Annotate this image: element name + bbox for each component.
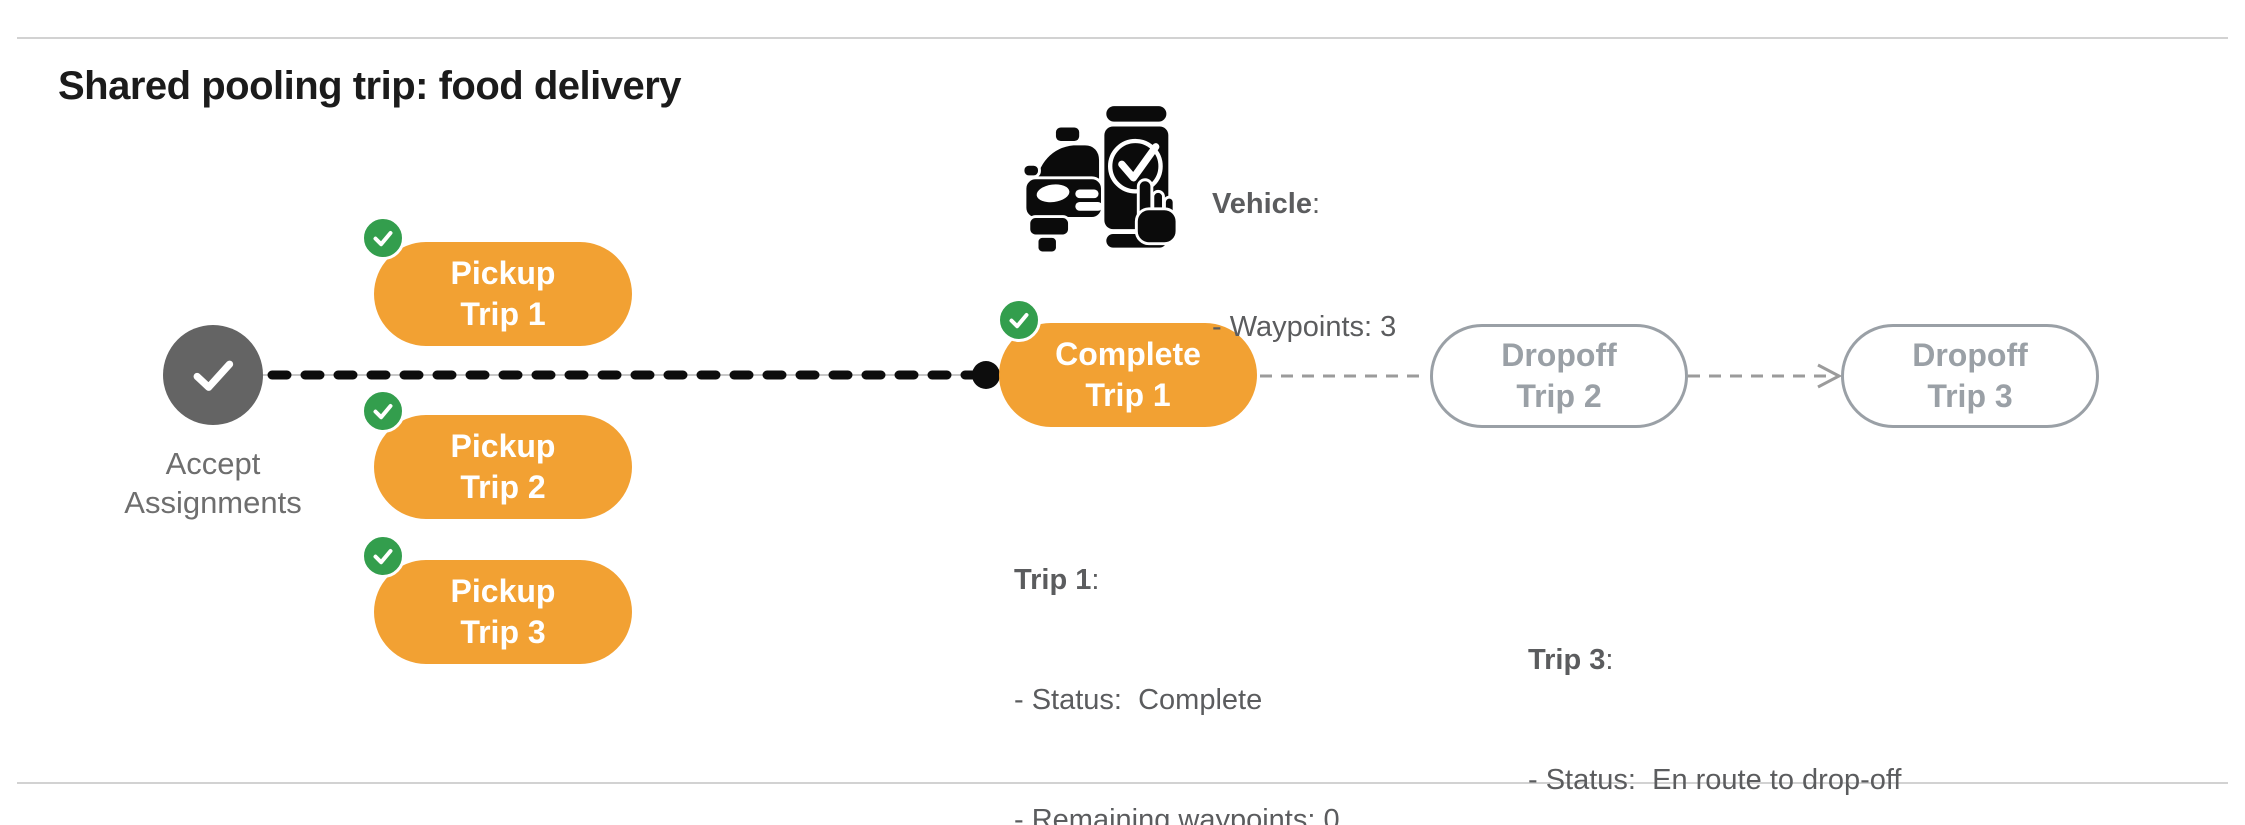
pill-label: Pickup [450, 428, 556, 464]
node-pickup-trip-2: Pickup Trip 2 [361, 389, 632, 519]
pill-label: Trip 1 [1085, 377, 1171, 413]
top-divider [17, 37, 2228, 39]
trip-3-status: - Status: En route to drop-off [1528, 764, 1902, 796]
trip-1-waypoints: - Remaining waypoints: 0 [1014, 804, 1340, 825]
node-pickup-trip-3: Pickup Trip 3 [361, 534, 632, 664]
trip-1-status: - Status: Complete [1014, 684, 1263, 716]
pill-label: Pickup [450, 573, 556, 609]
bottom-divider [17, 782, 2228, 784]
checkmark-icon [193, 360, 234, 391]
check-badge-icon [997, 298, 1041, 342]
check-badge-icon [361, 534, 405, 578]
status-block-trips-1-2: Trip 1: - Status: Complete - Remaining w… [1014, 480, 1387, 825]
page-title: Shared pooling trip: food delivery [58, 64, 682, 108]
pill-label: Trip 3 [1927, 378, 2013, 414]
vehicle-info: Vehicle: - Waypoints: 3 [1212, 102, 1396, 430]
check-badge-icon [361, 216, 405, 260]
pill-label: Dropoff [1501, 337, 1617, 373]
pill-label: Trip 3 [460, 614, 546, 650]
status-block-trip-3: Trip 3: - Status: En route to drop-off -… [1528, 560, 1901, 825]
node-dropoff-trip-2: Dropoff Trip 2 [1430, 324, 1688, 428]
pill-label: Trip 1 [460, 296, 546, 332]
check-badge-icon [361, 389, 405, 433]
pill-label: Trip 2 [460, 469, 546, 505]
route-current-position-dot [972, 361, 1000, 389]
trip-3-heading: Trip 3: [1528, 644, 1614, 676]
trip-1-heading: Trip 1: [1014, 564, 1100, 596]
node-accept-assignments [163, 325, 263, 425]
pill-label: Trip 2 [1516, 378, 1602, 414]
node-complete-trip-1: Complete Trip 1 [997, 298, 1257, 427]
arrow-head-icon [1817, 363, 1843, 389]
accept-assignments-label: Accept Assignments [124, 446, 302, 520]
vehicle-waypoints: - Waypoints: 3 [1212, 311, 1397, 343]
node-dropoff-trip-3: Dropoff Trip 3 [1841, 324, 2099, 428]
pill-label: Dropoff [1912, 337, 2028, 373]
vehicle-car-phone-check-icon [1023, 106, 1178, 252]
pill-label: Pickup [450, 255, 556, 291]
node-pickup-trip-1: Pickup Trip 1 [361, 216, 632, 346]
pill-label: Complete [1055, 336, 1201, 372]
vehicle-label: Vehicle: [1212, 188, 1321, 220]
